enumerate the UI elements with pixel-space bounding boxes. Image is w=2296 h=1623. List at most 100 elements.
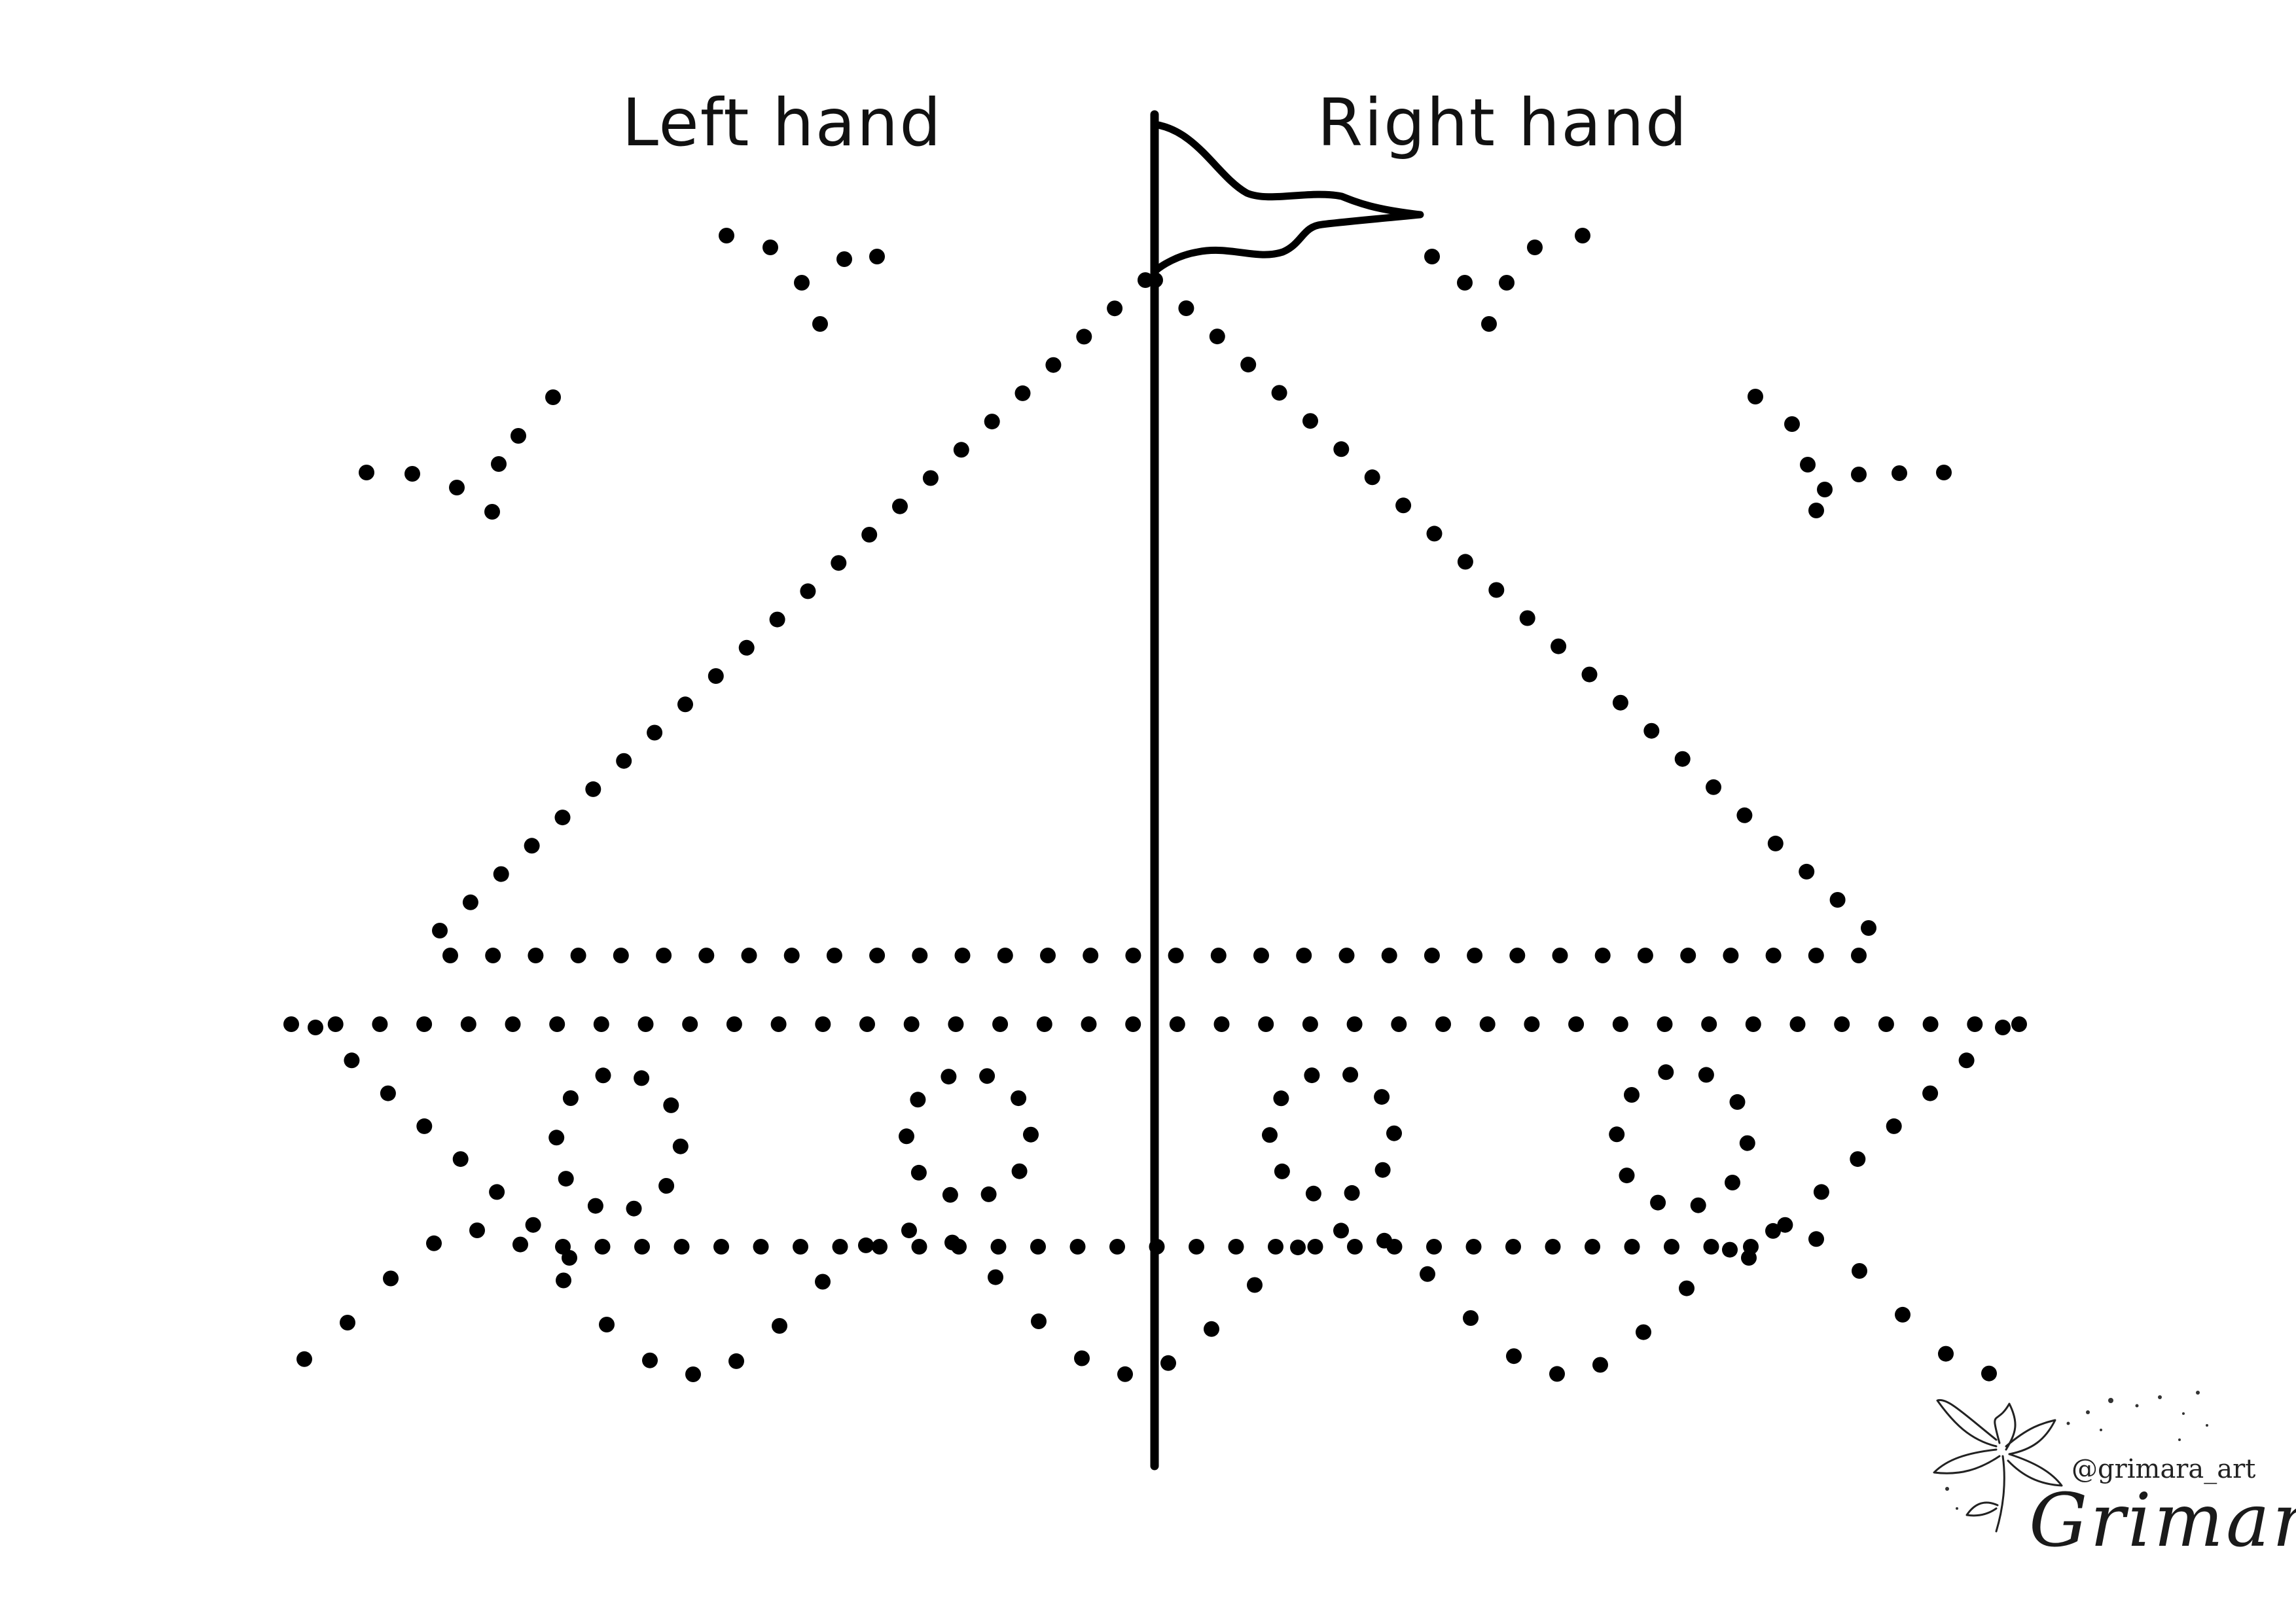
trace-dot [1481,316,1497,332]
trace-dot [988,1269,1003,1285]
trace-dot [1457,275,1473,291]
trace-dot [449,480,465,495]
trace-dot [1210,948,1227,963]
trace-dot [922,470,939,486]
trace-dot [1777,1217,1793,1233]
trace-dot [1636,1324,1651,1340]
trace-dot [1922,1085,1939,1101]
trace-dot [713,1239,729,1255]
trace-dot [524,838,540,854]
trace-dot [1290,1240,1306,1256]
trace-dot [770,1016,787,1032]
trace-dot [800,583,816,599]
trace-dot [1575,228,1590,243]
trace-dot [1435,1016,1451,1032]
trace-dot [1808,1231,1824,1247]
trace-dot [1981,1365,1997,1382]
trace-dot [1658,1064,1674,1080]
watermark: @grimara_art Grimara [1933,1391,2296,1563]
trace-dot [1023,1126,1039,1143]
trace-dot [416,1118,433,1134]
trace-dot [570,948,586,963]
watermark-handle: @grimara_art [2072,1454,2255,1484]
trace-dot [372,1016,388,1032]
trace-dot [1036,1016,1052,1032]
trace-dot [1767,835,1784,851]
trace-dot [1680,948,1696,963]
trace-dot [545,389,561,405]
trace-dot [593,1016,609,1032]
trace-dot [685,1366,701,1382]
trace-dot [555,1239,571,1255]
trace-dot [616,753,632,769]
trace-dot [708,668,724,684]
trace-dot [1149,1239,1165,1255]
trace-dot [1765,1222,1781,1239]
trace-dot [1527,240,1543,255]
trace-dot [1228,1239,1244,1255]
trace-dot [595,1067,611,1084]
trace-dot [1701,1016,1717,1032]
trace-dot [869,948,886,963]
trace-dot [1364,469,1380,486]
trace-dot [783,948,800,963]
trace-dot [1274,1163,1290,1179]
trace-dot [1395,497,1412,514]
trace-dot [383,1270,399,1287]
trace-dot [1424,948,1440,963]
trace-dot [613,948,629,963]
trace-dot [1698,1067,1714,1083]
trace-dot [861,527,878,543]
trace-dot [698,948,715,963]
trace-dot [663,1097,679,1113]
trace-dot [726,1016,742,1032]
trace-dot [359,465,374,480]
trace-dot [647,724,663,741]
trace-dot [1722,1241,1738,1258]
trace-dot [1305,1185,1321,1202]
trace-dot [1967,1016,1983,1032]
trace-dot [1551,638,1567,654]
trace-dot [1505,1239,1521,1255]
lily-flower-icon [1933,1399,2063,1533]
trace-dot [485,948,501,963]
trace-dot [525,1217,541,1233]
trace-dot [1637,948,1653,963]
trace-dot [1878,1016,1894,1032]
trace-dot [1347,1239,1363,1255]
trace-dot [1014,385,1031,401]
trace-dot [836,251,852,267]
trace-dot [1674,751,1691,767]
trace-dot [1030,1239,1046,1255]
trace-dot [452,1151,469,1168]
trace-dot [1125,1016,1141,1032]
trace-dot [1011,1163,1028,1179]
trace-dot [793,1239,808,1255]
watermark-signature: Grimara [2029,1478,2296,1563]
trace-dot [1209,329,1225,345]
trace-dot [1109,1239,1125,1255]
trace-dot [344,1052,360,1069]
trace-dot [1736,807,1753,823]
trace-dot [1922,1016,1939,1032]
trace-dot [1376,1232,1392,1249]
trace-dot [910,1092,926,1108]
trace-dot [634,1070,650,1086]
trace-dot [1467,948,1483,963]
trace-dot [548,1130,565,1146]
trace-dot [1344,1185,1360,1201]
trace-dot [1178,300,1194,316]
trace-dot [585,781,601,797]
trace-dot [404,466,420,482]
trace-dot [1258,1016,1274,1032]
trace-dot [1499,275,1515,291]
trace-dot [1342,1067,1359,1083]
trace-dot [1524,1016,1540,1032]
trace-dot [1619,1168,1635,1184]
trace-dot [1552,948,1568,963]
trace-dot [1457,554,1473,570]
trace-dot [1690,1197,1706,1213]
trace-dot [911,1239,927,1255]
trace-dot [1117,1366,1133,1382]
trace-dot [1273,1090,1289,1107]
